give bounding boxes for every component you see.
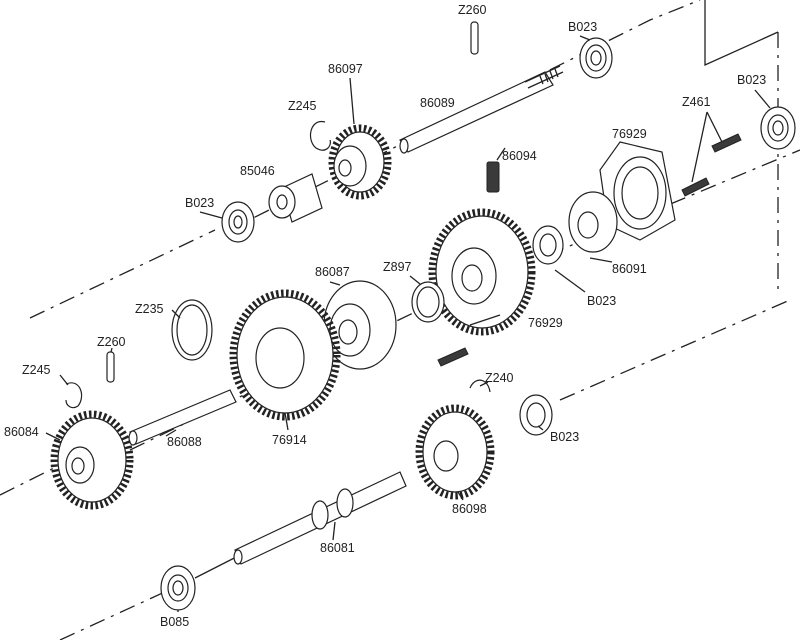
washer-z897 — [411, 281, 445, 323]
shaft-86081 — [233, 471, 407, 565]
hub-86087 — [323, 280, 397, 370]
label-z260-top: Z260 — [458, 3, 487, 17]
label-b085: B085 — [160, 615, 189, 629]
label-z245-top: Z245 — [288, 99, 317, 113]
bearing-b023-top — [579, 37, 613, 79]
label-z260-left: Z260 — [97, 335, 126, 349]
label-b023-top: B023 — [568, 20, 597, 34]
ring-z235 — [171, 299, 213, 361]
bearing-b085 — [160, 565, 196, 611]
label-86088: 86088 — [167, 435, 202, 449]
label-z461: Z461 — [682, 95, 711, 109]
label-86081: 86081 — [320, 541, 355, 555]
plate-76929-top — [599, 141, 676, 241]
bearing-b023-right — [760, 106, 796, 150]
gear-76914 — [229, 289, 341, 421]
label-86087: 86087 — [315, 265, 350, 279]
label-b023-mid: B023 — [587, 294, 616, 308]
label-86084: 86084 — [4, 425, 39, 439]
label-b023-right: B023 — [737, 73, 766, 87]
spacer-85046 — [268, 173, 323, 223]
pin-z260-left — [106, 351, 115, 383]
pin-hub — [437, 347, 469, 367]
bearing-b023-mid — [532, 225, 564, 265]
clip-z245-left — [65, 382, 83, 409]
label-76929-mid: 76929 — [528, 316, 563, 330]
shaft-86089 — [399, 65, 564, 154]
clip-z245-top — [309, 121, 331, 151]
pin-z260-top — [470, 21, 479, 55]
bearing-b023-left — [221, 201, 255, 243]
screw-86094 — [486, 161, 500, 193]
label-z245-left: Z245 — [22, 363, 51, 377]
gear-86097 — [328, 124, 392, 200]
label-76929-top: 76929 — [612, 127, 647, 141]
label-86097: 86097 — [328, 62, 363, 76]
label-86098: 86098 — [452, 502, 487, 516]
shaft-86088 — [128, 389, 237, 446]
leader-lines — [45, 35, 771, 612]
label-86091: 86091 — [612, 262, 647, 276]
label-b023-left: B023 — [185, 196, 214, 210]
label-86094: 86094 — [502, 149, 537, 163]
screws-z461 — [681, 111, 742, 197]
label-z897: Z897 — [383, 260, 412, 274]
bearing-b023-low — [519, 394, 553, 436]
part-labels: Z260 B023 86097 Z245 86089 B023 Z461 850… — [4, 3, 766, 629]
carrier-86091 — [568, 191, 618, 253]
label-86089: 86089 — [420, 96, 455, 110]
gear-86098 — [415, 404, 495, 500]
label-b023-low: B023 — [550, 430, 579, 444]
label-z235: Z235 — [135, 302, 164, 316]
label-76914: 76914 — [272, 433, 307, 447]
label-z240: Z240 — [485, 371, 514, 385]
label-85046: 85046 — [240, 164, 275, 178]
gear-86084 — [50, 410, 134, 510]
gear-76929 — [428, 208, 536, 336]
